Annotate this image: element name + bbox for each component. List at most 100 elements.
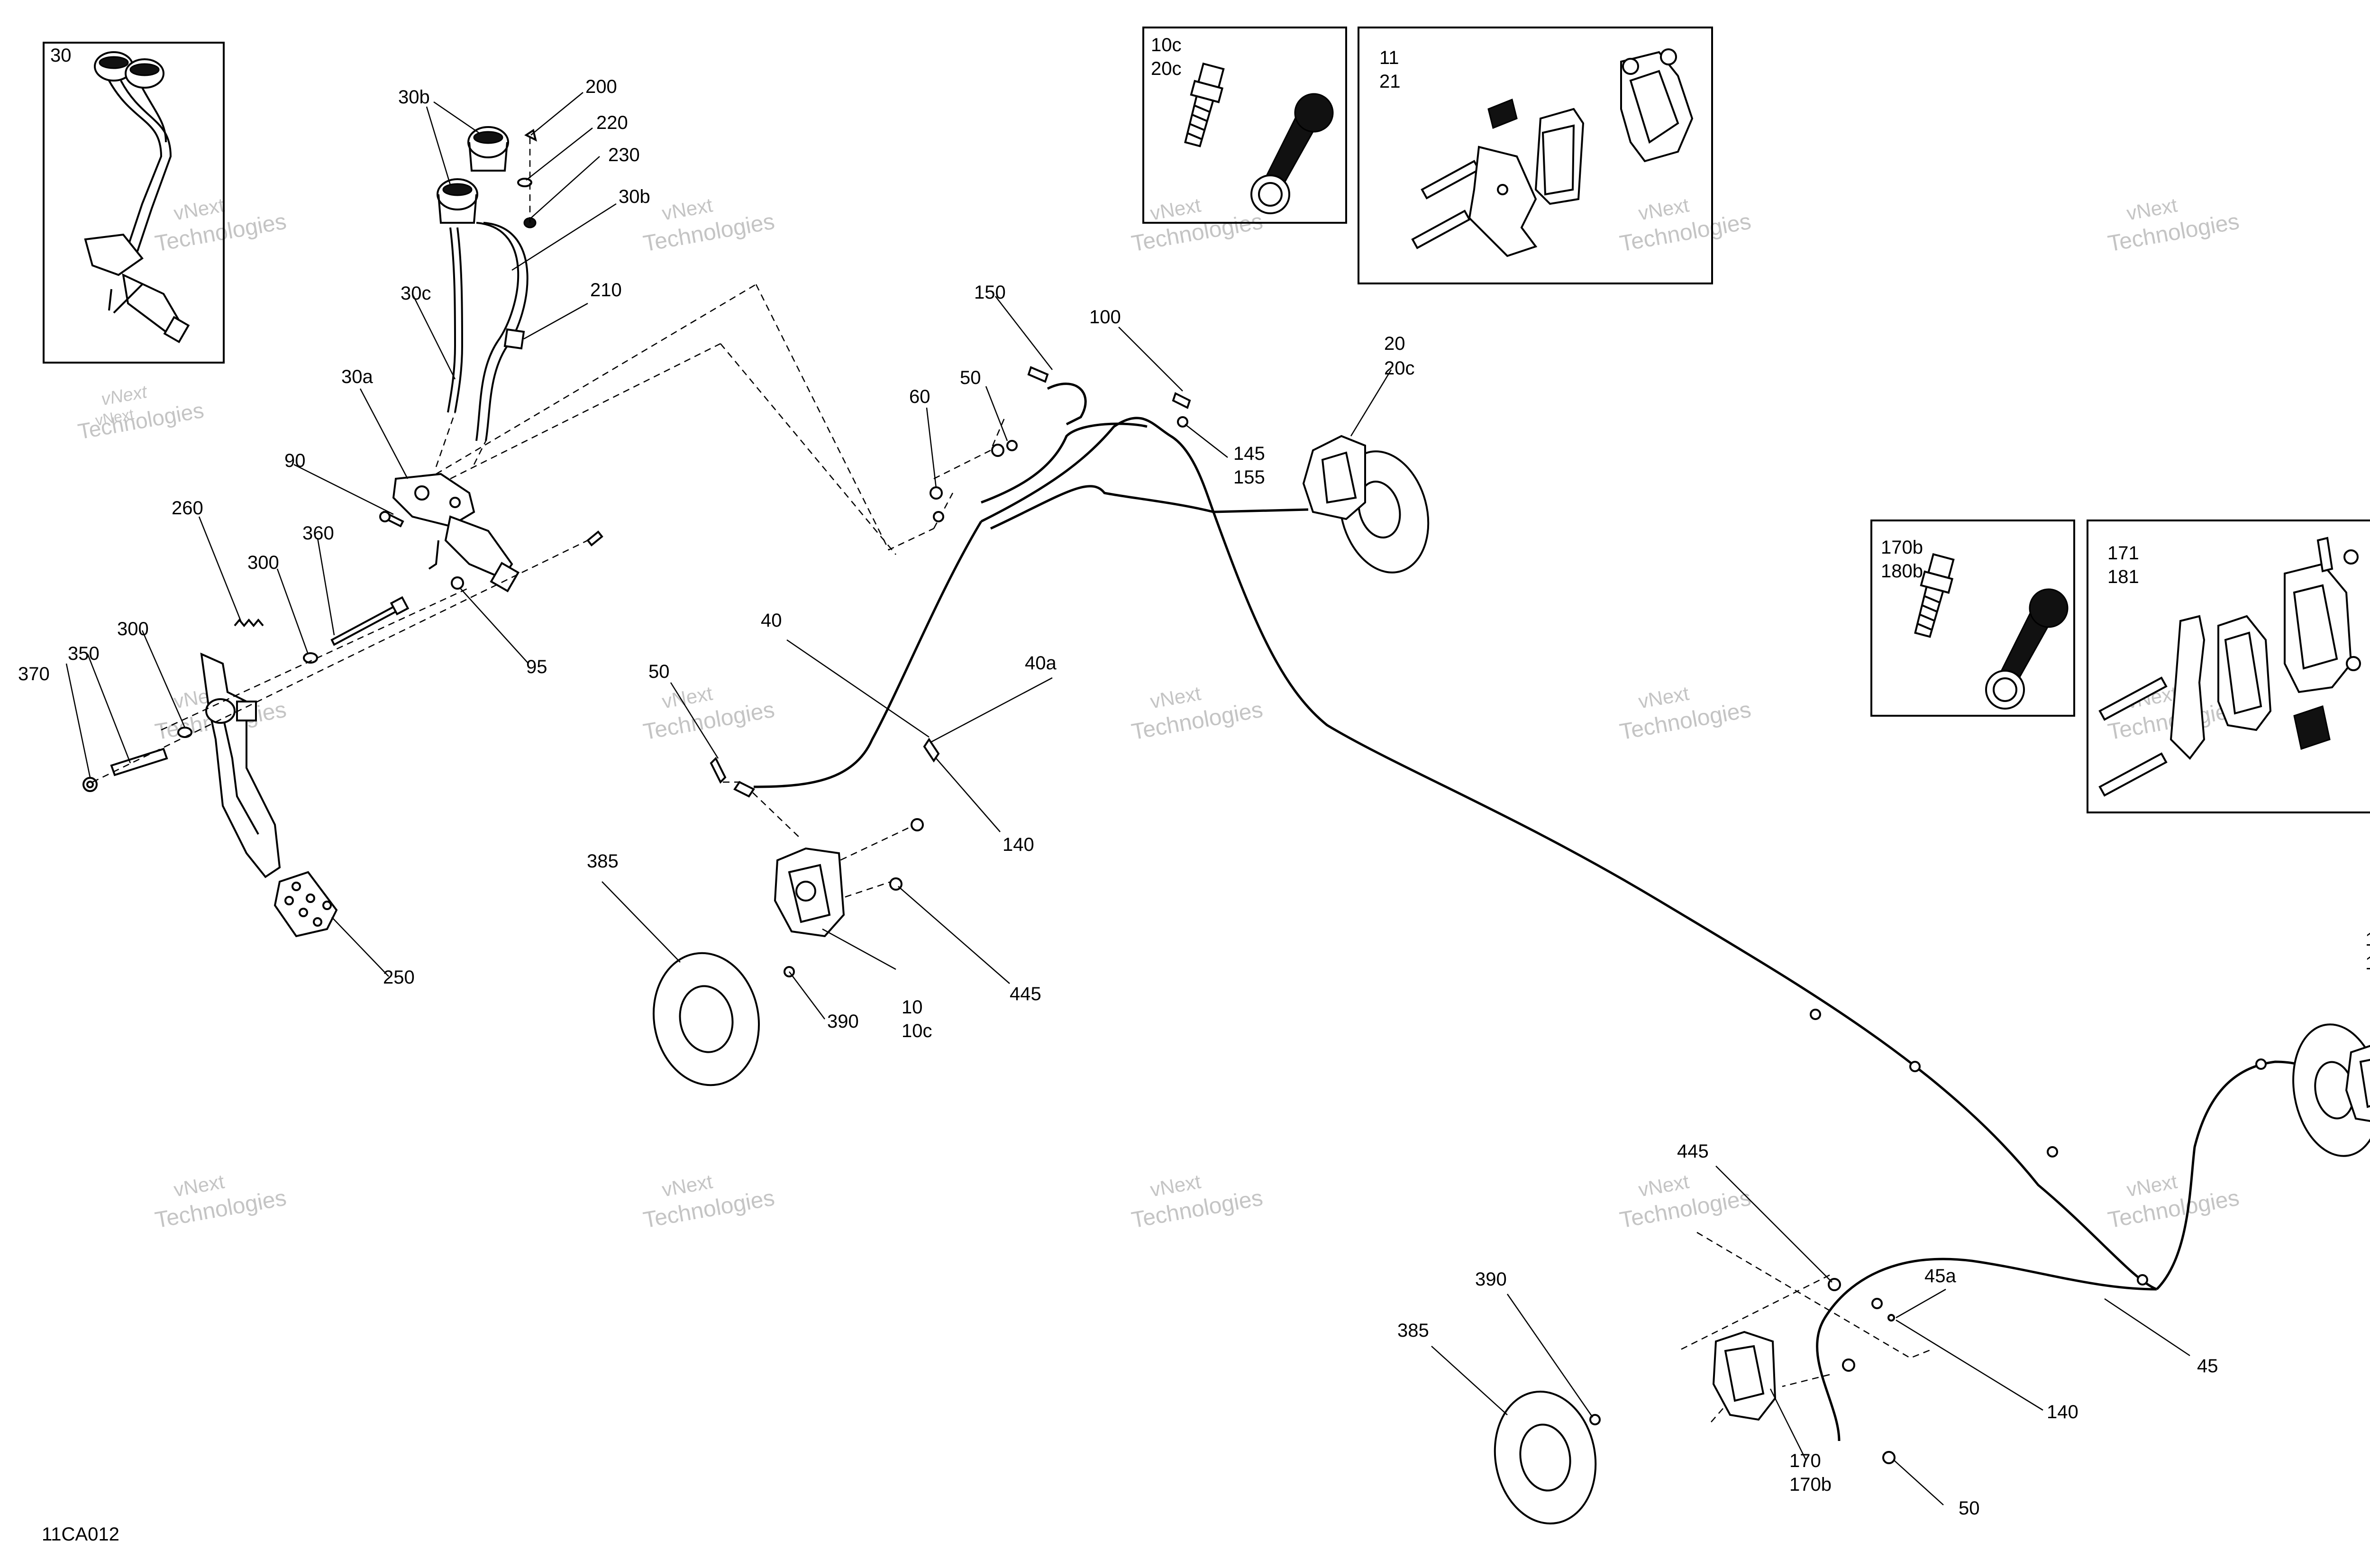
svg-text:vNext: vNext bbox=[660, 1170, 714, 1201]
callout-50-a: 50 bbox=[960, 367, 981, 388]
callout-180b: 180b bbox=[2365, 953, 2370, 974]
callout-100: 100 bbox=[1089, 307, 1121, 328]
brake-pad-rear-outer bbox=[2284, 537, 2361, 693]
callout-170b: 170b bbox=[1789, 1474, 1832, 1495]
callout-45: 45 bbox=[2197, 1356, 2218, 1377]
callout-20c-box: 20c bbox=[1151, 58, 1182, 79]
brake-pad-front-inner bbox=[1534, 108, 1585, 205]
inset-master-cylinder bbox=[84, 233, 190, 344]
svg-text:vNext: vNext bbox=[172, 1170, 226, 1201]
watermark-layer: vNext bbox=[72, 373, 206, 444]
callout-140-b: 140 bbox=[2047, 1402, 2078, 1422]
callout-300-a: 300 bbox=[247, 552, 279, 573]
callout-155: 155 bbox=[1233, 467, 1265, 488]
sleeve-350 bbox=[110, 748, 168, 776]
inset-bleeder-rear: 170b 180b bbox=[1870, 520, 2075, 717]
callout-30b: 30b bbox=[619, 186, 650, 207]
callout-140-a: 140 bbox=[1003, 834, 1034, 855]
nut-370 bbox=[82, 777, 98, 792]
nut-95 bbox=[451, 576, 464, 590]
pad-pins-rear bbox=[2098, 676, 2168, 797]
main-reservoirs bbox=[437, 126, 509, 224]
svg-text:vNext: vNext bbox=[1149, 1170, 1203, 1201]
rear-left-caliper bbox=[1712, 1331, 1777, 1421]
bleeder-screw-rear bbox=[1914, 553, 1955, 638]
pad-pins-front bbox=[1411, 160, 1480, 249]
callout-445-a: 445 bbox=[1010, 984, 1041, 1004]
front-brake-lines bbox=[753, 383, 1309, 788]
clamp-210 bbox=[503, 328, 525, 350]
svg-text:vNext: vNext bbox=[1637, 194, 1691, 225]
bolt-top-right bbox=[586, 530, 603, 547]
inset-reservoirs bbox=[94, 51, 172, 252]
bolt-90 bbox=[379, 511, 404, 528]
svg-text:vNext: vNext bbox=[172, 194, 226, 225]
callout-40: 40 bbox=[761, 610, 782, 631]
callout-95: 95 bbox=[526, 656, 547, 677]
bleeder-cap-rear bbox=[1985, 588, 2069, 710]
callout-50-c: 50 bbox=[1959, 1498, 1980, 1519]
pedal-spring-260 bbox=[234, 618, 264, 628]
brake-pedal bbox=[200, 652, 338, 938]
callout-10c-box: 10c bbox=[1151, 35, 1182, 55]
callout-50-b: 50 bbox=[648, 661, 670, 682]
callout-181: 181 bbox=[2107, 566, 2139, 587]
callout-90: 90 bbox=[284, 450, 306, 471]
front-left-disc bbox=[652, 952, 760, 1086]
bushing-300b bbox=[177, 727, 192, 738]
callout-170: 170 bbox=[1789, 1450, 1821, 1471]
callout-360: 360 bbox=[302, 523, 334, 544]
callout-30: 30 bbox=[50, 45, 72, 66]
rear-fittings bbox=[1589, 1278, 1896, 1464]
callout-30b-top: 30b bbox=[398, 87, 430, 108]
pivot-bolt-360 bbox=[330, 596, 410, 646]
callout-370: 370 bbox=[18, 664, 50, 684]
pad-spring-rear bbox=[2293, 705, 2331, 750]
rear-main-line bbox=[1212, 511, 2338, 1441]
callout-60: 60 bbox=[909, 386, 930, 407]
rear-line-clips bbox=[1810, 1009, 2267, 1285]
callout-20: 20 bbox=[1384, 333, 1405, 354]
callout-390-b: 390 bbox=[1475, 1269, 1507, 1290]
svg-text:vNext: vNext bbox=[1637, 1170, 1691, 1201]
assembly-lines bbox=[92, 283, 1934, 1422]
callout-150: 150 bbox=[974, 282, 1006, 303]
svg-text:vNext: vNext bbox=[1149, 682, 1203, 713]
svg-text:vNext: vNext bbox=[1637, 682, 1691, 713]
callout-180: 180 bbox=[2365, 929, 2370, 950]
callout-145: 145 bbox=[1233, 443, 1265, 464]
callout-300-b: 300 bbox=[117, 619, 149, 639]
callout-250: 250 bbox=[383, 967, 415, 988]
svg-text:vNext: vNext bbox=[2125, 194, 2179, 225]
callout-30a: 30a bbox=[341, 366, 373, 387]
front-left-caliper bbox=[774, 847, 845, 938]
bleeder-screw-front bbox=[1184, 62, 1225, 147]
brake-pad-front-outer bbox=[1620, 48, 1694, 163]
callout-30c: 30c bbox=[401, 283, 431, 304]
callout-180b-box: 180b bbox=[1881, 561, 1923, 582]
brake-pad-rear-inner bbox=[2217, 615, 2272, 731]
callout-labels: 30b 200 220 230 30b 30c 210 30a 90 260 3… bbox=[18, 76, 2370, 1519]
pad-plate-front bbox=[1468, 146, 1538, 257]
callout-200: 200 bbox=[585, 76, 617, 97]
watermark-1: vNext bbox=[72, 373, 206, 444]
callout-45a: 45a bbox=[1924, 1266, 1956, 1286]
rear-right-caliper bbox=[2345, 1045, 2370, 1122]
callout-21: 21 bbox=[1379, 71, 1401, 92]
callout-20c: 20c bbox=[1384, 358, 1415, 379]
callout-220: 220 bbox=[596, 112, 628, 133]
pad-plate-rear bbox=[2169, 615, 2206, 760]
bleeder-cap-front bbox=[1250, 93, 1334, 214]
inset-brake-pads-front: 11 21 bbox=[1358, 27, 1713, 284]
